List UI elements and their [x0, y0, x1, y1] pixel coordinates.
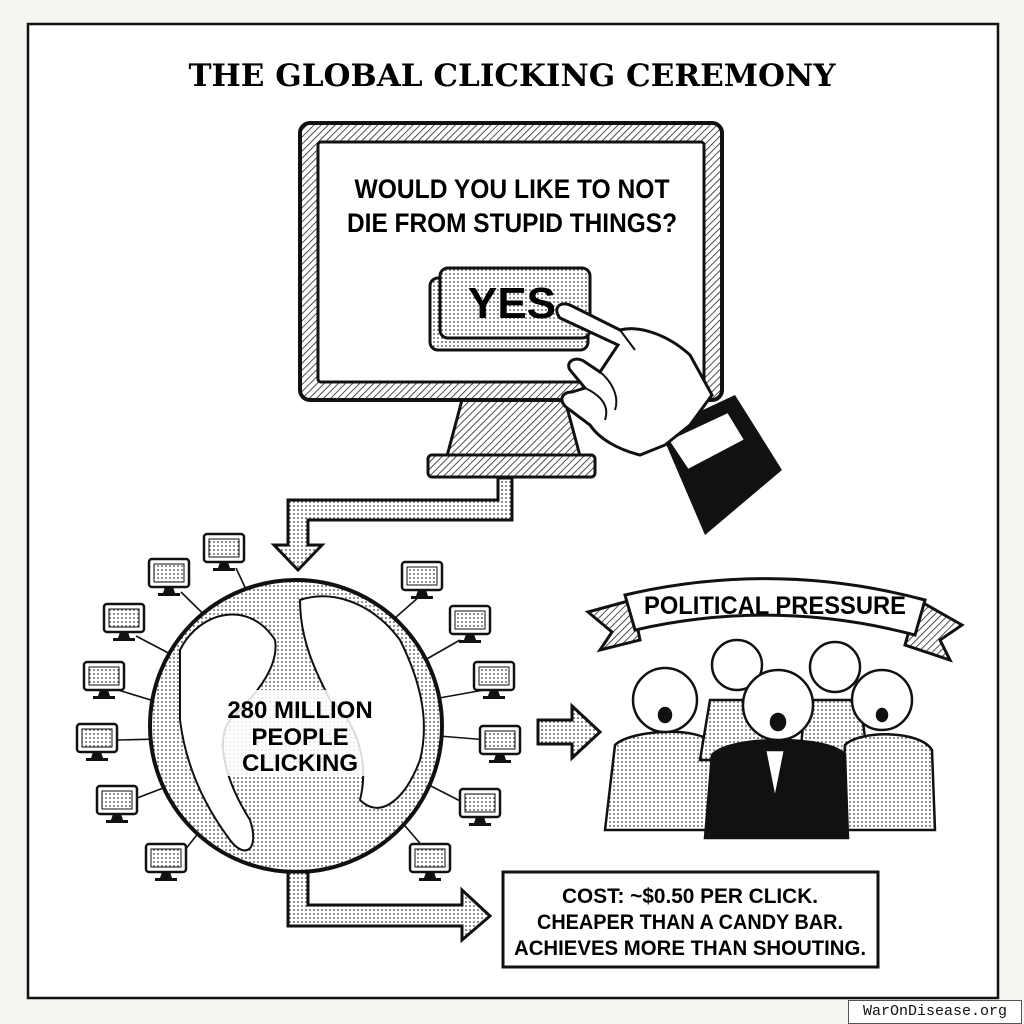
yes-button-label: YES [468, 279, 556, 328]
page-title: THE GLOBAL CLICKING CEREMONY [188, 58, 836, 94]
monitor-question-line2: DIE FROM STUPID THINGS? [347, 208, 677, 238]
mini-monitor-icon [478, 724, 522, 763]
cost-line2: CHEAPER THAN A CANDY BAR. [537, 911, 843, 934]
cost-box [501, 870, 880, 969]
mini-monitor-icon [102, 602, 146, 641]
pointing-hand-icon [555, 302, 782, 535]
yes-button[interactable]: YES [428, 266, 592, 352]
mini-monitor-icon [82, 660, 126, 699]
flow-arrow-to-cost [286, 870, 493, 944]
mini-monitor-icon [202, 532, 246, 571]
mini-monitor-icon [448, 604, 492, 643]
globe-label-line3: CLICKING [242, 750, 358, 777]
cost-line3: ACHIEVES MORE THAN SHOUTING. [514, 937, 866, 960]
politicians-group [603, 638, 937, 840]
mini-monitor-icon [472, 660, 516, 699]
cost-line1: COST: ~$0.50 PER CLICK. [562, 885, 818, 908]
mini-monitors [75, 532, 522, 881]
watermark: WarOnDisease.org [848, 1000, 1022, 1024]
globe-label-line2: PEOPLE [251, 724, 348, 751]
monitor-question-line1: WOULD YOU LIKE TO NOT [355, 174, 670, 204]
mini-monitor-icon [408, 842, 452, 881]
mini-monitor-icon [75, 722, 119, 761]
mini-monitor-icon [144, 842, 188, 881]
mini-monitor-icon [147, 557, 191, 596]
flow-arrow-down [270, 476, 514, 573]
mini-monitor-icon [458, 787, 502, 826]
banner [584, 577, 965, 663]
globe-label-backdrop [222, 690, 378, 776]
flow-arrow-right [536, 702, 603, 762]
banner-label: POLITICAL PRESSURE [644, 592, 906, 620]
mini-monitor-icon [95, 784, 139, 823]
globe-label-line1: 280 MILLION [227, 697, 372, 724]
mini-monitor-icon [400, 560, 444, 599]
